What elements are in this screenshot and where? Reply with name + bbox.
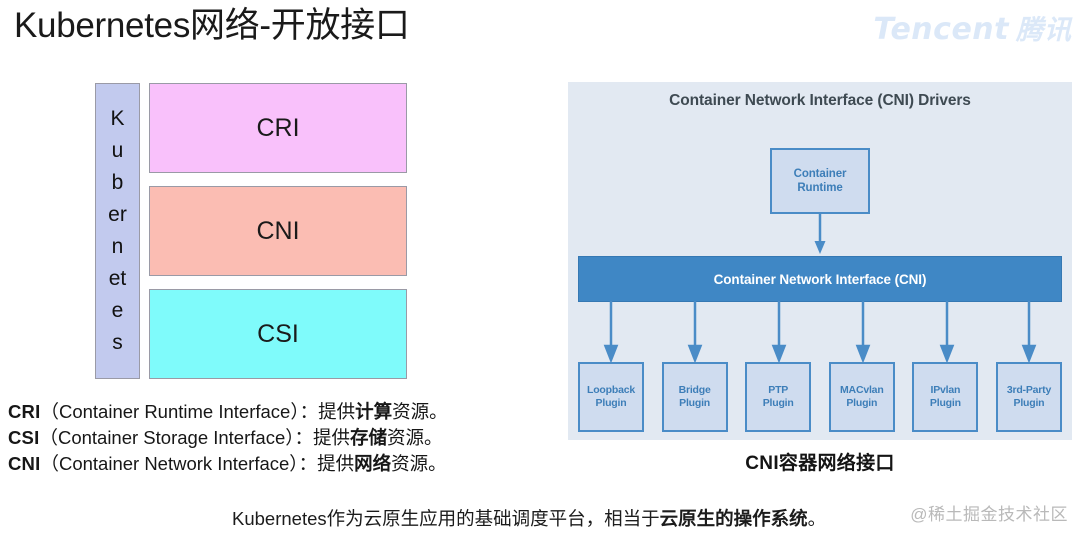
cni-bar: Container Network Interface (CNI) <box>578 256 1062 302</box>
arrow-runtime-to-cni-icon <box>814 214 826 254</box>
cni-fanout-arrows-icon <box>603 301 1037 363</box>
bottom-caption-suffix: 。 <box>807 508 827 529</box>
legend-cri-colon: ： <box>299 401 319 422</box>
plugin-ptp-line1: PTP <box>768 384 789 396</box>
plugin-macvlan-line1: MACvlan <box>840 384 884 396</box>
kubernetes-vertical-label-text: Kubernetes <box>108 107 127 354</box>
legend-line-cni: CNI（Container Network Interface）：提供网络资源。 <box>8 451 548 477</box>
page-title: Kubernetes网络-开放接口 <box>14 6 410 45</box>
bottom-caption-keyword: 云原生的操作系统 <box>659 508 808 529</box>
kubernetes-interface-stack: Kubernetes CRI CNI CSI <box>95 83 407 379</box>
tencent-logo-latin: Tencent <box>873 12 1009 47</box>
legend-csi-prefix: 提供 <box>313 427 351 448</box>
stack-layer-cni-label: CNI <box>256 216 300 245</box>
cni-plugin-row: Loopback Plugin Bridge Plugin PTP Plugin… <box>578 362 1062 432</box>
cni-drivers-panel: Container Network Interface (CNI) Driver… <box>568 82 1072 440</box>
kubernetes-vertical-label: Kubernetes <box>95 83 140 379</box>
legend-csi-keyword: 存储 <box>350 427 388 448</box>
bottom-caption-prefix: Kubernetes作为云原生应用的基础调度平台，相当于 <box>232 508 660 529</box>
plugin-box-3rd-party: 3rd-Party Plugin <box>995 362 1062 432</box>
legend-cri-keyword: 计算 <box>355 401 393 422</box>
plugin-box-ptp: PTP Plugin <box>745 362 812 432</box>
plugin-bridge-line2: Plugin <box>679 397 711 409</box>
stack-layer-cni: CNI <box>149 186 407 276</box>
plugin-box-ipvlan: IPvlan Plugin <box>912 362 979 432</box>
legend-cri-prefix: 提供 <box>318 401 356 422</box>
stack-layer-csi-label: CSI <box>257 319 299 348</box>
plugin-ipvlan-line2: Plugin <box>929 397 961 409</box>
legend-line-csi: CSI（Container Storage Interface）：提供存储资源。 <box>8 425 548 451</box>
legend-cni-prefix: 提供 <box>317 453 355 474</box>
plugin-box-macvlan: MACvlan Plugin <box>828 362 895 432</box>
container-runtime-line1: Container <box>793 168 847 180</box>
legend-cri-expansion: （Container Runtime Interface） <box>40 401 300 422</box>
cni-bar-label: Container Network Interface (CNI) <box>713 271 927 287</box>
stack-layer-cri: CRI <box>149 83 407 173</box>
legend-cni-expansion: （Container Network Interface） <box>40 453 299 474</box>
stack-layer-cri-label: CRI <box>256 113 300 142</box>
legend-csi-expansion: （Container Storage Interface） <box>39 427 295 448</box>
tencent-logo: Tencent 腾讯 <box>873 8 1072 47</box>
legend-cni-colon: ： <box>298 453 318 474</box>
legend-csi-colon: ： <box>294 427 313 448</box>
plugin-box-loopback: Loopback Plugin <box>578 362 644 432</box>
plugin-ptp-line2: Plugin <box>762 397 794 409</box>
plugin-bridge-line1: Bridge <box>678 384 711 396</box>
legend-csi-suffix: 资源。 <box>387 427 443 448</box>
cni-diagram-caption: CNI容器网络接口 <box>745 453 895 474</box>
plugin-3rd-party-line2: Plugin <box>1013 397 1045 409</box>
container-runtime-box: Container Runtime <box>770 148 870 214</box>
plugin-3rd-party-line1: 3rd-Party <box>1006 384 1052 396</box>
legend-cri-suffix: 资源。 <box>392 401 448 422</box>
plugin-box-bridge: Bridge Plugin <box>661 362 728 432</box>
cni-drivers-title: Container Network Interface (CNI) Driver… <box>669 92 971 109</box>
container-runtime-line2: Runtime <box>797 182 843 194</box>
tencent-logo-han: 腾讯 <box>1016 15 1072 45</box>
stack-layer-csi: CSI <box>149 289 407 379</box>
bottom-caption: Kubernetes作为云原生应用的基础调度平台，相当于云原生的操作系统。 <box>232 506 826 532</box>
plugin-loopback-line1: Loopback <box>587 384 635 396</box>
legend-line-cri: CRI（Container Runtime Interface）：提供计算资源。 <box>8 399 548 425</box>
legend-cni-suffix: 资源。 <box>391 453 447 474</box>
interface-legend: CRI（Container Runtime Interface）：提供计算资源。… <box>8 399 548 477</box>
plugin-loopback-line2: Plugin <box>595 397 627 409</box>
community-watermark: @稀土掘金技术社区 <box>910 505 1068 524</box>
legend-csi-abbr: CSI <box>8 427 40 448</box>
legend-cni-abbr: CNI <box>8 453 41 474</box>
plugin-macvlan-line2: Plugin <box>846 397 878 409</box>
plugin-ipvlan-line1: IPvlan <box>930 384 961 396</box>
legend-cri-abbr: CRI <box>8 401 41 422</box>
legend-cni-keyword: 网络 <box>354 453 392 474</box>
